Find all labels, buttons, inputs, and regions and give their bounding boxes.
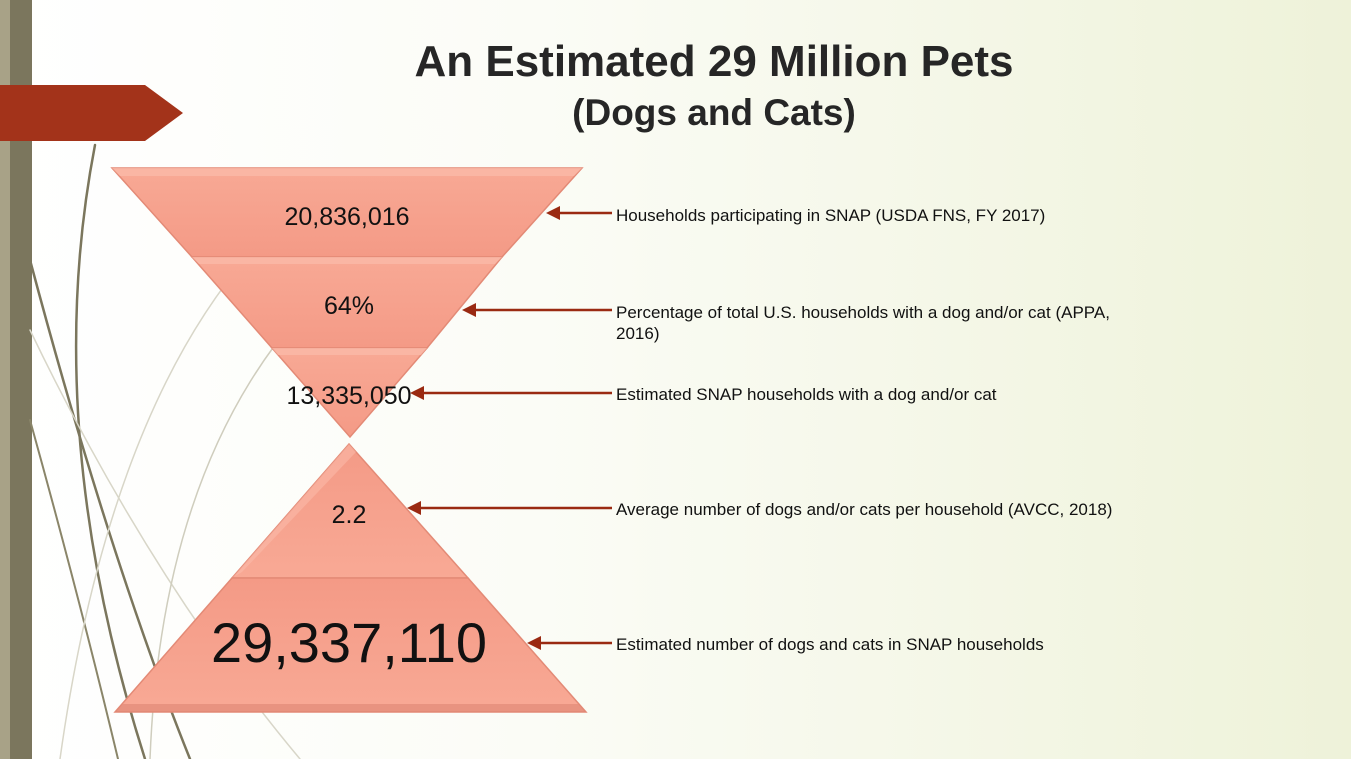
value-pets-per-household: 2.2 [332,501,367,529]
arrow-total-pets [527,636,612,650]
banner-arrow [0,85,183,141]
description-pets-per-household: Average number of dogs and/or cats per h… [616,500,1113,519]
value-total-pets: 29,337,110 [211,611,487,674]
description-snap-households-with-pets: Estimated SNAP households with a dog and… [616,385,997,404]
description-pet-ownership-percent: Percentage of total U.S. households with… [616,303,1110,343]
slide-title: An Estimated 29 Million Pets [414,37,1014,86]
funnel-bottom-section-bevel [272,348,427,355]
arrow-snap-households-with-pets [410,386,612,400]
value-pet-ownership-percent: 64% [324,292,374,320]
value-snap-households: 20,836,016 [284,203,409,231]
slide-subtitle: (Dogs and Cats) [572,92,856,133]
description-snap-households: Households participating in SNAP (USDA F… [616,206,1046,225]
title-block: An Estimated 29 Million Pets (Dogs and C… [300,36,1128,135]
connector-arrows [407,206,612,650]
arrow-snap-households [546,206,612,220]
value-snap-households-with-pets: 13,335,050 [286,382,411,410]
pyramid-top-section-bevel [232,444,356,578]
arrow-pet-ownership-percent [462,303,612,317]
arrow-pets-per-household [407,501,612,515]
decorative-curve-3 [29,419,119,759]
funnel-values: 20,836,016 64% 13,335,050 2.2 29,337,110 [211,203,487,674]
funnel-top-section-bevel [112,168,582,176]
upright-pyramid [113,442,588,713]
inverted-funnel [110,167,584,439]
pyramid-bottom-section-bevel [115,704,586,712]
description-total-pets: Estimated number of dogs and cats in SNA… [616,635,1044,654]
funnel-middle-section-bevel [192,257,502,264]
left-side-bar-stripe [10,0,32,759]
